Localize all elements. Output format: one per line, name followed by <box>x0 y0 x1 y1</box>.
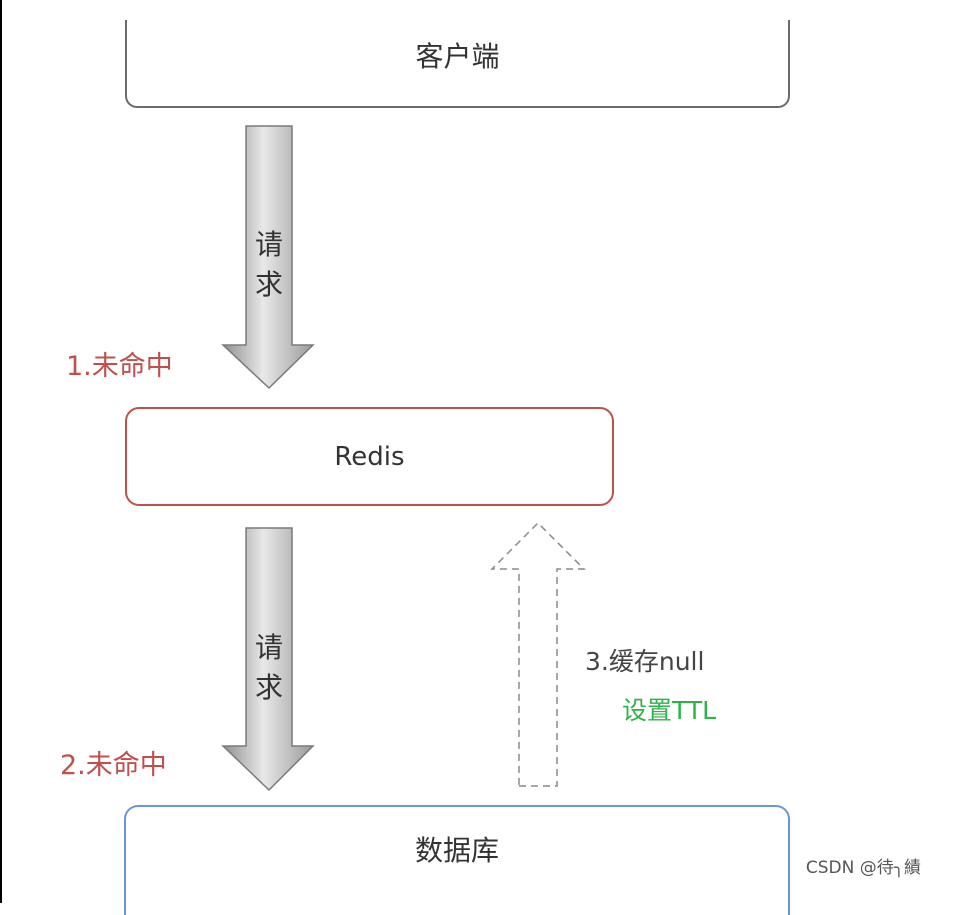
cache-null-annotation: 3.缓存null <box>585 647 705 676</box>
left-border-line <box>0 0 2 903</box>
database-node: 数据库 <box>124 805 790 915</box>
request-2-char-1: 请 <box>254 631 283 664</box>
csdn-watermark: CSDN @待╮績 <box>805 858 921 878</box>
request-arrow-1 <box>221 125 315 390</box>
request-2-char-2: 求 <box>254 671 283 704</box>
request-2-label: 请 求 <box>249 628 289 708</box>
request-1-char-2: 求 <box>254 268 283 301</box>
client-label: 客户端 <box>415 40 500 73</box>
redis-node: Redis <box>125 407 614 506</box>
request-arrow-2 <box>221 527 315 792</box>
redis-label: Redis <box>334 441 405 472</box>
database-label: 数据库 <box>414 834 499 867</box>
client-node: 客户端 <box>125 20 790 108</box>
miss-1-annotation: 1.未命中 <box>66 351 173 382</box>
set-ttl-annotation: 设置TTL <box>622 696 717 725</box>
cache-null-dashed-arrow <box>490 521 586 787</box>
request-1-char-1: 请 <box>254 228 283 261</box>
miss-2-annotation: 2.未命中 <box>60 750 167 781</box>
request-1-label: 请 求 <box>249 225 289 305</box>
